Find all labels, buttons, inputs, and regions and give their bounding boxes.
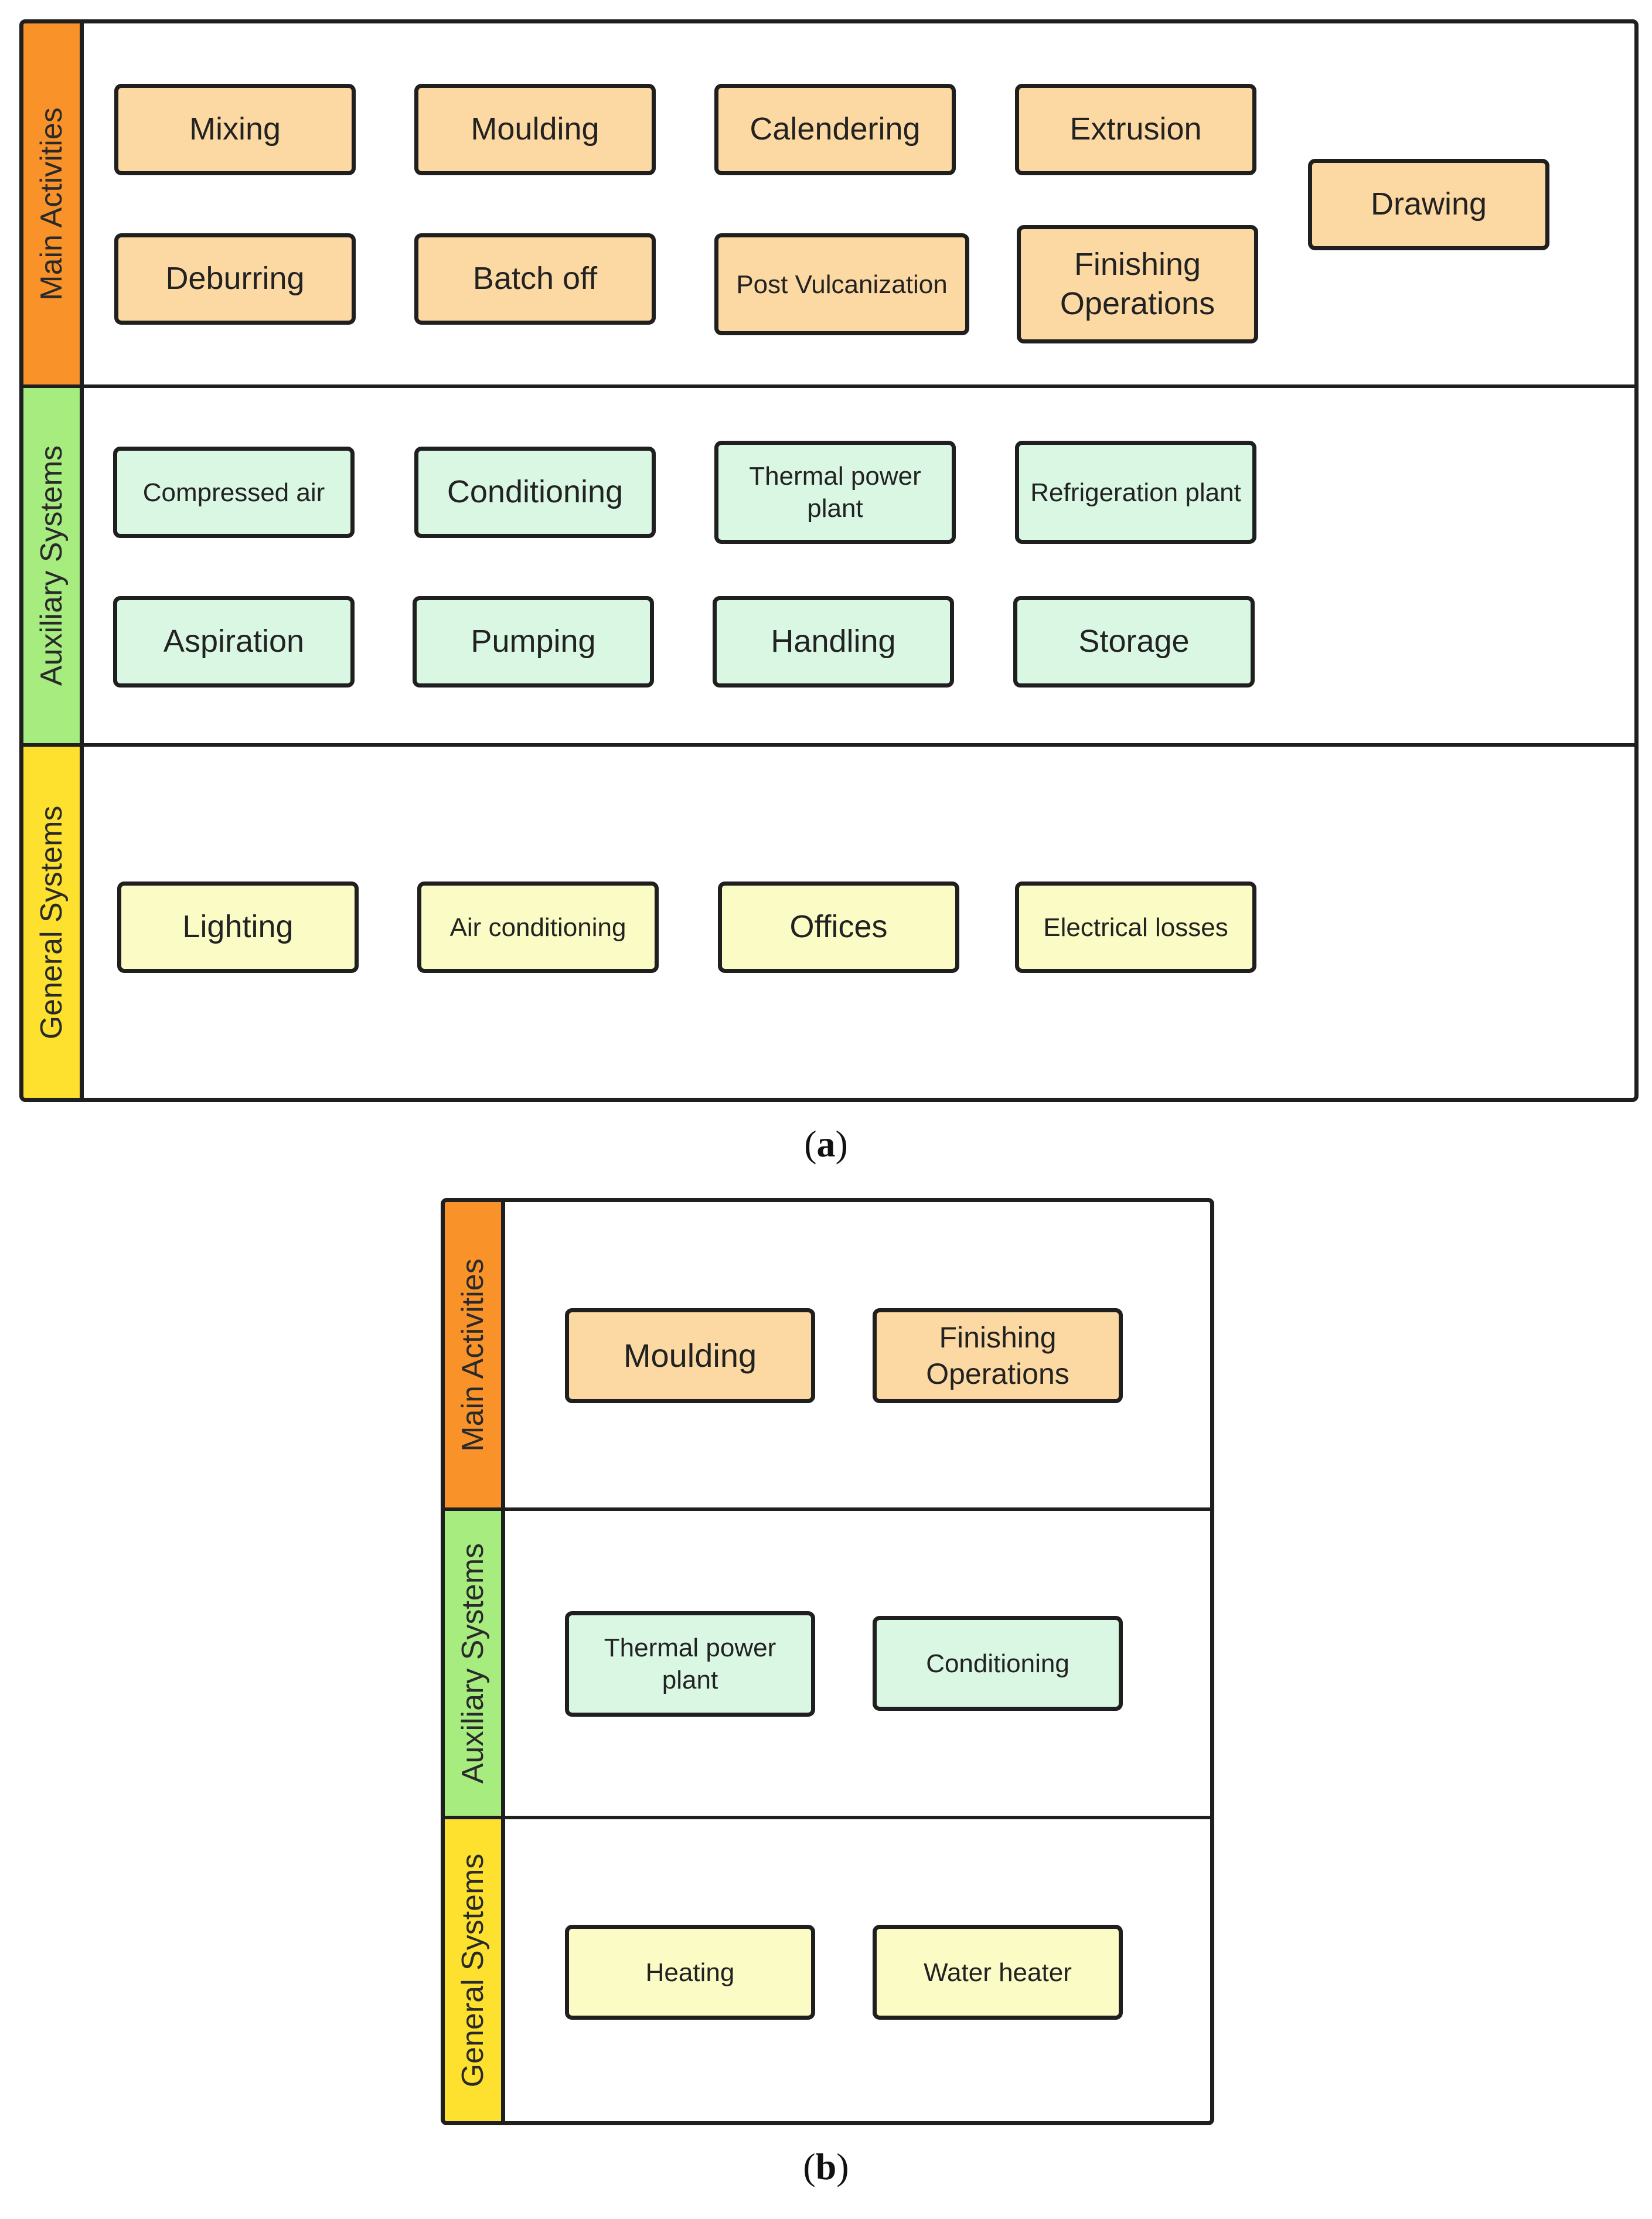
panel-a: Main Activities Mixing Moulding Calender… — [19, 19, 1639, 1102]
general-box-air-conditioning: Air conditioning — [417, 882, 659, 973]
row-label-text: Main Activities — [456, 1258, 490, 1452]
aux-box-thermal-power-plant: Thermal power plant — [565, 1611, 815, 1717]
aux-box-storage: Storage — [1013, 596, 1255, 688]
aux-box-thermal-power-plant: Thermal power plant — [714, 441, 956, 544]
activity-box-moulding: Moulding — [414, 84, 656, 175]
general-box-electrical-losses: Electrical losses — [1015, 882, 1256, 973]
activity-box-drawing: Drawing — [1308, 159, 1549, 250]
aux-box-handling: Handling — [713, 596, 954, 688]
panel-b-row-auxiliary-systems: Auxiliary Systems Thermal power plant Co… — [445, 1511, 1210, 1819]
row-label-main-activities: Main Activities — [23, 23, 84, 384]
row-label-text: General Systems — [35, 805, 69, 1039]
aux-box-compressed-air: Compressed air — [113, 447, 355, 538]
panel-a-row-auxiliary-systems: Auxiliary Systems Compressed air Conditi… — [23, 388, 1634, 747]
activity-box-finishing-operations: Finishing Operations — [873, 1308, 1123, 1403]
row-label-main-activities: Main Activities — [445, 1202, 505, 1507]
activity-box-post-vulcanization: Post Vulcanization — [714, 233, 969, 335]
general-box-water-heater: Water heater — [873, 1925, 1123, 2020]
caption-a: (a) — [804, 1123, 848, 1165]
aux-box-refrigeration-plant: Refrigeration plant — [1015, 441, 1256, 544]
row-label-general-systems: General Systems — [445, 1819, 505, 2121]
panel-a-row-general-systems: General Systems Lighting Air conditionin… — [23, 747, 1634, 1098]
activity-box-finishing-operations: Finishing Operations — [1017, 225, 1258, 343]
row-label-general-systems: General Systems — [23, 747, 84, 1098]
row-label-text: General Systems — [456, 1853, 490, 2087]
panel-b-row-general-systems: General Systems Heating Water heater — [445, 1819, 1210, 2121]
activity-box-calendering: Calendering — [714, 84, 956, 175]
row-label-text: Auxiliary Systems — [456, 1543, 490, 1784]
aux-box-conditioning: Conditioning — [873, 1616, 1123, 1711]
row-label-auxiliary-systems: Auxiliary Systems — [23, 388, 84, 743]
activity-box-batch-off: Batch off — [414, 233, 656, 325]
panel-a-row-main-activities: Main Activities Mixing Moulding Calender… — [23, 23, 1634, 388]
caption-b: (b) — [803, 2146, 849, 2187]
activity-box-moulding: Moulding — [565, 1308, 815, 1403]
panel-b-row-main-activities: Main Activities Moulding Finishing Opera… — [445, 1202, 1210, 1511]
activity-box-extrusion: Extrusion — [1015, 84, 1256, 175]
aux-box-pumping: Pumping — [413, 596, 654, 688]
activity-box-mixing: Mixing — [114, 84, 356, 175]
panel-b: Main Activities Moulding Finishing Opera… — [441, 1198, 1214, 2125]
general-box-lighting: Lighting — [117, 882, 359, 973]
row-label-text: Auxiliary Systems — [35, 445, 69, 686]
row-label-auxiliary-systems: Auxiliary Systems — [445, 1511, 505, 1816]
general-box-offices: Offices — [718, 882, 959, 973]
aux-box-aspiration: Aspiration — [113, 596, 355, 688]
activity-box-deburring: Deburring — [114, 233, 356, 325]
row-label-text: Main Activities — [35, 107, 69, 301]
general-box-heating: Heating — [565, 1925, 815, 2020]
aux-box-conditioning: Conditioning — [414, 447, 656, 538]
